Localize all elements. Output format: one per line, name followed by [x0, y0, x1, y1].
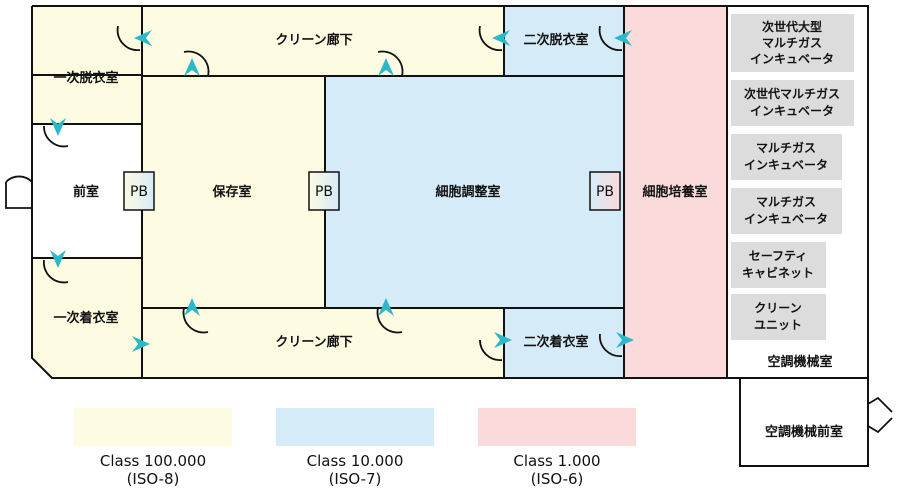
room-cell-culture: 細胞培養室	[642, 184, 707, 200]
arrow-icon	[616, 332, 634, 348]
legend-class: Class 100.000	[99, 452, 207, 470]
arrow-icon	[378, 58, 394, 76]
arrow-icon	[184, 298, 200, 316]
room-ac-machine: 空調機械室	[767, 354, 832, 370]
equipment-label: 次世代大型	[762, 19, 822, 34]
equipment-label: ユニット	[754, 318, 802, 332]
equipment-label: インキュベータ	[750, 104, 834, 118]
equipment-label: インキュベータ	[744, 212, 828, 226]
equipment-label: マルチガス	[756, 194, 816, 209]
equipment-label: インキュベータ	[744, 158, 828, 172]
equipment-label: キャビネット	[742, 265, 814, 280]
equipment-box	[731, 134, 842, 180]
legend-swatch-iso6	[478, 408, 636, 446]
equipment-label: インキュベータ	[750, 52, 834, 66]
walls	[31, 5, 869, 467]
flow-arrows	[50, 30, 634, 352]
equipment-box	[731, 188, 842, 234]
arrow-icon	[494, 332, 512, 348]
arrow-icon	[614, 30, 632, 46]
pass-box-label: PB	[596, 184, 614, 200]
room-front: 前室	[73, 184, 99, 200]
legend-text-iso6: Class 1.000 (ISO-6)	[462, 452, 652, 488]
room-ac-front: 空調機械前室	[765, 424, 843, 440]
doors	[5, 25, 893, 434]
room-labels: 一次脱衣室 クリーン廊下 二次脱衣室 前室 保存室 細胞調整室 細胞培養室 一次…	[53, 32, 843, 440]
equipment-label: マルチガス	[756, 140, 816, 155]
arrow-icon	[134, 30, 152, 46]
equipment-box	[731, 242, 826, 288]
pass-box-label: PB	[315, 184, 333, 200]
equipment-box	[731, 14, 854, 72]
pass-box-label: PB	[130, 184, 148, 200]
zone-fills	[32, 6, 727, 378]
room-cell-prep: 細胞調整室	[435, 184, 500, 200]
equipment-label: クリーン	[754, 301, 801, 315]
room-clean-corridor-bottom: クリーン廊下	[275, 334, 352, 350]
legend-swatch-iso7	[276, 408, 434, 446]
arrow-icon	[184, 58, 200, 76]
arrow-icon	[378, 298, 394, 316]
arrow-icon	[492, 30, 510, 46]
legend-iso: (ISO-7)	[328, 470, 382, 488]
arrow-icon	[50, 118, 66, 136]
equipment-label: 次世代マルチガス	[744, 86, 840, 101]
equipment-label: セーフティ	[749, 249, 808, 263]
arrow-icon	[50, 250, 66, 268]
equipment-box	[731, 294, 826, 340]
equipment-box	[731, 80, 854, 126]
legend-text-iso8: Class 100.000 (ISO-8)	[58, 452, 248, 488]
equipment-label: マルチガス	[762, 35, 822, 50]
room-storage: 保存室	[211, 184, 251, 200]
room-clean-corridor-top: クリーン廊下	[275, 32, 352, 48]
legend-swatch-iso8	[74, 408, 232, 446]
legend-class: Class 10.000	[306, 452, 404, 470]
arrow-icon	[132, 336, 150, 352]
legend-iso: (ISO-8)	[126, 470, 180, 488]
room-second-dress: 二次着衣室	[523, 334, 588, 350]
legend-iso: (ISO-6)	[530, 470, 584, 488]
legend-class: Class 1.000	[513, 452, 601, 470]
equipment: 次世代大型 マルチガス インキュベータ 次世代マルチガス インキュベータ マルチ…	[731, 14, 854, 340]
pass-boxes: PB PB PB	[123, 171, 621, 211]
legend-text-iso7: Class 10.000 (ISO-7)	[260, 452, 450, 488]
room-first-dress: 一次着衣室	[53, 310, 118, 326]
room-first-undress: 一次脱衣室	[53, 70, 118, 86]
room-second-undress: 二次脱衣室	[523, 32, 588, 48]
